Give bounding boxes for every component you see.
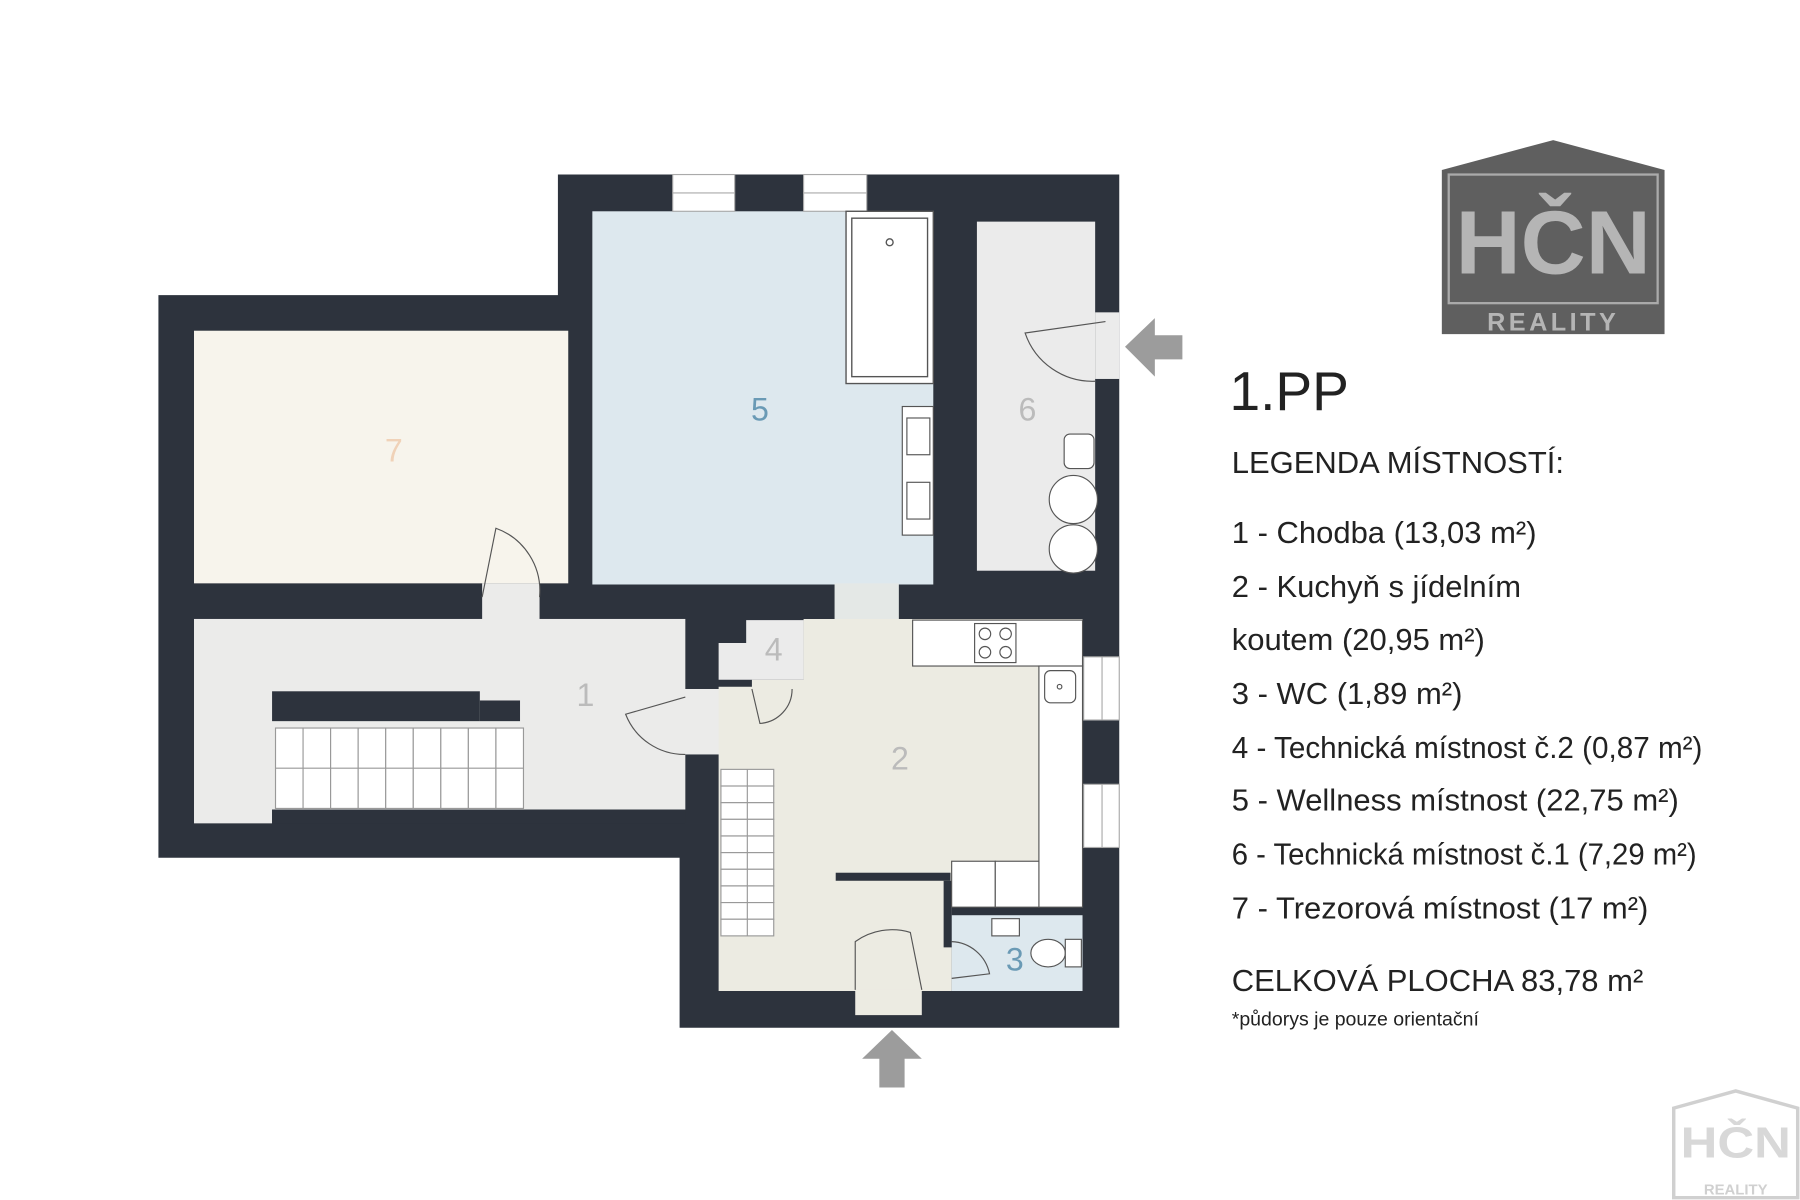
total-area: CELKOVÁ PLOCHA 83,78 m² (1232, 963, 1644, 998)
wc-fixtures-icon (991, 918, 1082, 968)
hob-icon (974, 622, 1017, 664)
floor-title: 1.PP (1229, 360, 1348, 422)
legend-item: koutem (20,95 m²) (1232, 622, 1485, 657)
stair-wall-step (479, 700, 521, 722)
room-label-5: 5 (751, 391, 769, 427)
room-label-2: 2 (891, 740, 909, 776)
room-label-4: 4 (765, 631, 783, 667)
stairs-horizontal (274, 727, 525, 809)
room-label-3: 3 (1006, 941, 1024, 977)
legend-item: 2 - Kuchyň s jídelním (1232, 569, 1521, 604)
footnote: *půdorys je pouze orientační (1232, 1008, 1480, 1030)
company-logo: HČN REALITY (1441, 140, 1665, 337)
watermark-logo: HČN REALITY (1672, 1089, 1800, 1200)
entry-gap-6 (1095, 312, 1120, 379)
entry-gap-bottom (855, 989, 922, 1016)
logo-word: REALITY (1487, 309, 1619, 337)
doorway-7-1 (482, 583, 540, 621)
room-label-1: 1 (577, 677, 595, 713)
door-swings (481, 320, 1106, 990)
entrance-arrow-bottom-icon (862, 1030, 922, 1088)
stair-wall (272, 691, 480, 722)
legend-item: 5 - Wellness místnost (22,75 m²) (1232, 783, 1679, 818)
watermark-word: REALITY (1704, 1181, 1768, 1198)
kitchen-sink-icon (1044, 670, 1077, 704)
room-label-6: 6 (1018, 391, 1036, 427)
room-7-floor (194, 330, 569, 584)
legend-item: 6 - Technická místnost č.1 (7,29 m²) (1232, 837, 1697, 872)
entrance-arrow-right-icon (1125, 318, 1183, 377)
room-1-floor-low (194, 803, 273, 824)
legend-item: 7 - Trezorová místnost (17 m²) (1232, 891, 1649, 926)
legend-item: 3 - WC (1,89 m²) (1232, 676, 1463, 711)
logo-letters: HČN (1456, 192, 1651, 292)
stair-wall-bottom (272, 809, 686, 824)
legend-item: 4 - Technická místnost č.2 (0,87 m²) (1232, 730, 1703, 765)
stairs-vertical (720, 768, 775, 937)
double-sink-icon (901, 405, 934, 536)
partition-wall (835, 872, 951, 881)
bathtub-icon (845, 210, 934, 385)
legend-heading: LEGENDA MÍSTNOSTÍ: (1232, 445, 1564, 480)
wc-wall (943, 880, 952, 948)
doorway-5-2 (834, 583, 899, 621)
room-4-floor (718, 620, 804, 680)
room-label-7: 7 (385, 433, 403, 469)
windows (672, 173, 1120, 849)
doorway-1-2 (679, 688, 721, 755)
legend-item: 1 - Chodba (13,03 m²) (1232, 515, 1537, 550)
boiler-tanks-icon (1048, 433, 1099, 574)
watermark-letters: HČN (1681, 1117, 1791, 1168)
